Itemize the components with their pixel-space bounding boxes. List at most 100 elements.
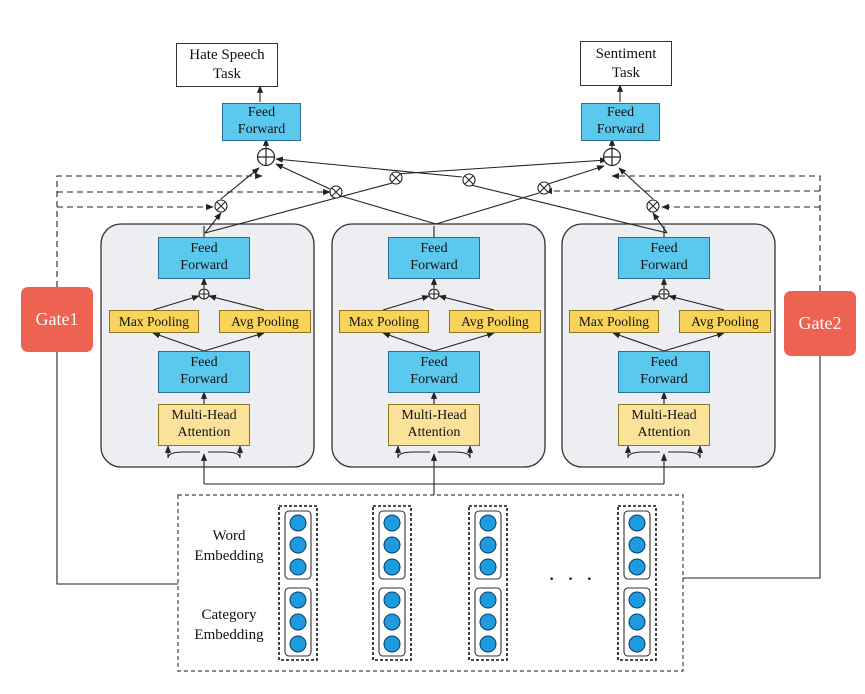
category-embedding-unit — [479, 591, 497, 609]
expert-3-connector — [612, 332, 665, 352]
ff-label-line1: Feed — [190, 241, 218, 257]
sentiment-task-line1: Sentiment — [595, 45, 657, 62]
expert-panel-1 — [100, 223, 315, 468]
ff-label-line2: Forward — [640, 258, 688, 273]
word-embedding-unit — [479, 558, 497, 576]
hate-speech-task-line2: Task — [212, 66, 242, 82]
ff-label-line1: Feed — [190, 355, 218, 371]
category-embedding-unit — [383, 635, 401, 653]
ff-label-line2: Forward — [180, 372, 228, 387]
category-embedding-label: Category Embedding — [184, 606, 274, 645]
expert-2-max-pooling: Max Pooling — [339, 310, 429, 333]
category-embedding-unit — [383, 613, 401, 631]
gate1-label: Gate1 — [35, 309, 79, 329]
expert-2-connector — [382, 295, 430, 311]
expert-2-sum-node — [428, 288, 440, 300]
word-embedding-line2: Embedding — [194, 547, 264, 564]
word-embedding-unit — [383, 558, 401, 576]
word-embedding-unit — [479, 536, 497, 554]
gate2-label: Gate2 — [798, 313, 842, 333]
expert-3-sum-node — [658, 288, 670, 300]
category-embedding-unit — [628, 591, 646, 609]
expert-3-connector — [668, 294, 725, 311]
sum-node-left — [256, 147, 276, 167]
multiply-node-3 — [389, 171, 403, 185]
avg-pooling-label: Avg Pooling — [461, 313, 529, 329]
multiply-node-6 — [646, 199, 660, 213]
word-embedding-unit — [383, 536, 401, 554]
ff-label-line1: Feed — [247, 105, 276, 121]
multiply-node-2 — [329, 185, 343, 199]
embedding-column-2 — [372, 505, 412, 661]
word-embedding-label: Word Embedding — [184, 527, 274, 566]
max-pooling-label: Max Pooling — [578, 313, 650, 329]
max-pooling-label: Max Pooling — [348, 313, 420, 329]
category-embedding-unit — [479, 613, 497, 631]
gate2-box: Gate2 — [784, 291, 856, 356]
ff-label-line2: Forward — [410, 372, 458, 387]
mha-label-line1: Multi-Head — [171, 408, 237, 424]
expert-3-connector — [663, 332, 725, 352]
mha-label-line1: Multi-Head — [631, 408, 697, 424]
sentiment-task-line2: Task — [611, 64, 641, 81]
mha-label-line2: Attention — [177, 425, 231, 440]
hate-speech-task-line1: Hate Speech — [189, 47, 265, 64]
expert-2-connector — [433, 332, 495, 352]
avg-pooling-label: Avg Pooling — [691, 313, 759, 329]
ff-label-line1: Feed — [420, 355, 448, 371]
word-embedding-unit — [479, 514, 497, 532]
category-embedding-unit — [289, 591, 307, 609]
category-embedding-unit — [383, 591, 401, 609]
category-embedding-unit — [289, 635, 307, 653]
expert-1-max-pooling: Max Pooling — [109, 310, 199, 333]
word-embedding-unit — [628, 558, 646, 576]
gate1-box: Gate1 — [21, 287, 93, 352]
category-embedding-unit — [628, 613, 646, 631]
expert-panel-2 — [331, 223, 546, 468]
ff-label-line1: Feed — [420, 241, 448, 257]
ff-label-line1: Feed — [650, 355, 678, 371]
expert-1-connector — [152, 295, 200, 311]
word-embedding-line1: Word — [212, 528, 246, 544]
word-embedding-unit — [289, 536, 307, 554]
category-embedding-line2: Embedding — [194, 626, 264, 643]
word-embedding-unit — [289, 514, 307, 532]
expert-1-avg-pooling: Avg Pooling — [219, 310, 311, 333]
expert-1-connector — [203, 332, 265, 352]
ff-label-line2: Forward — [180, 258, 228, 273]
ff-label-line2: Forward — [596, 122, 645, 137]
category-embedding-unit — [289, 613, 307, 631]
category-embedding-line1: Category — [201, 607, 257, 623]
expert-1-sum-node — [198, 288, 210, 300]
category-embedding-unit — [628, 635, 646, 653]
word-embedding-unit — [289, 558, 307, 576]
word-embedding-unit — [628, 536, 646, 554]
avg-pooling-label: Avg Pooling — [231, 313, 299, 329]
ellipsis: · · · — [548, 566, 596, 591]
expert-1-connector — [152, 332, 205, 352]
ff-label-line2: Forward — [410, 258, 458, 273]
word-embedding-unit — [383, 514, 401, 532]
expert-2-connector — [382, 332, 435, 352]
embedding-column-4 — [617, 505, 657, 661]
mha-label-line2: Attention — [637, 425, 691, 440]
multiply-node-4 — [462, 173, 476, 187]
mha-label-line1: Multi-Head — [401, 408, 467, 424]
multiply-node-1 — [214, 199, 228, 213]
expert-2-connector — [438, 294, 495, 311]
expert-panel-3 — [561, 223, 776, 468]
max-pooling-label: Max Pooling — [118, 313, 190, 329]
expert-1-connector — [208, 294, 265, 311]
